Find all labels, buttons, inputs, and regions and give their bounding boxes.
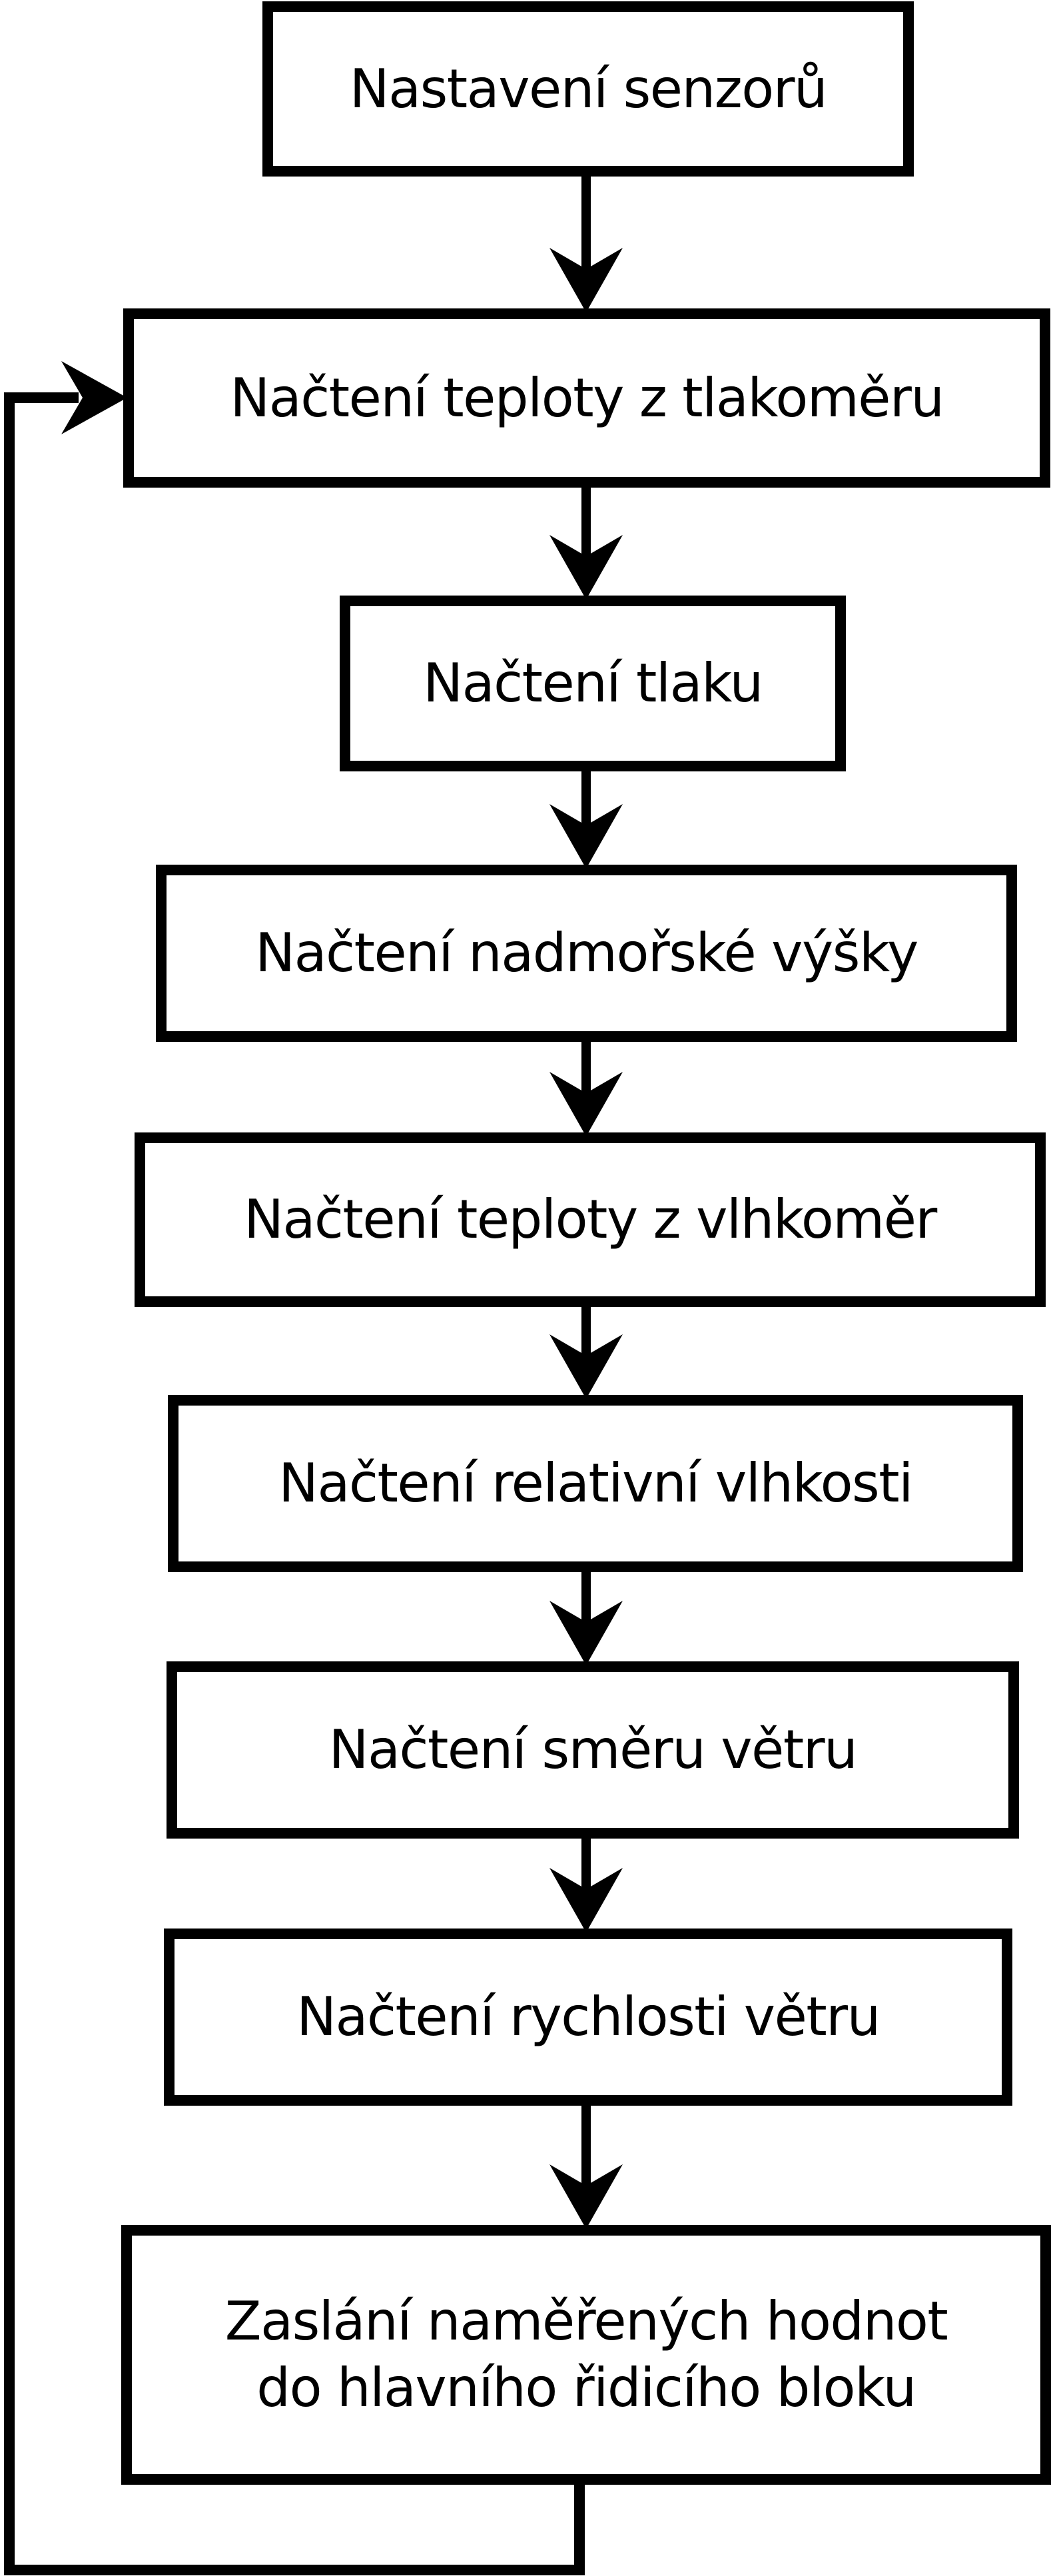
flow-step-label: Načtení směru větru bbox=[328, 1719, 858, 1781]
flow-step-nastaveni-senzoru: Nastavení senzorů bbox=[262, 1, 914, 177]
flow-step-nacteni-teploty-z-vlhkomeru: Načtení teploty z vlhkoměr bbox=[135, 1132, 1046, 1307]
flow-step-label: Načtení teploty z vlhkoměr bbox=[244, 1188, 937, 1250]
arrowhead-step2 bbox=[549, 248, 623, 312]
flow-step-zaslani-namerenych-hodnot: Zaslání naměřených hodnot do hlavního ři… bbox=[121, 2225, 1051, 2485]
flow-step-nacteni-teploty-z-tlakomeru: Načtení teploty z tlakoměru bbox=[123, 308, 1050, 488]
arrowhead-step5 bbox=[549, 1072, 623, 1136]
flow-step-label-line2: do hlavního řidicího bloku bbox=[256, 2357, 916, 2419]
flow-step-label: Načtení tlaku bbox=[423, 652, 763, 714]
flow-step-nacteni-relativni-vlhkosti: Načtení relativní vlhkosti bbox=[168, 1395, 1023, 1572]
arrowhead-step3 bbox=[549, 535, 623, 600]
flow-step-label-line1: Zaslání naměřených hodnot bbox=[224, 2290, 948, 2352]
flow-step-label: Načtení rychlosti větru bbox=[296, 1986, 880, 2048]
arrowhead-step9 bbox=[549, 2164, 623, 2229]
flow-step-label: Načtení nadmořské výšky bbox=[255, 922, 918, 984]
flow-step-label: Nastavení senzorů bbox=[349, 57, 828, 120]
arrowhead-loop-into-step2 bbox=[61, 361, 127, 434]
flow-step-label: Načtení relativní vlhkosti bbox=[278, 1452, 913, 1514]
arrowhead-step7 bbox=[549, 1601, 623, 1665]
flow-step-nacteni-rychlosti-vetru: Načtení rychlosti větru bbox=[164, 1929, 1012, 2106]
flow-step-label: Načtení teploty z tlakoměru bbox=[230, 366, 944, 429]
arrowhead-step8 bbox=[549, 1868, 623, 1932]
arrowhead-step4 bbox=[549, 804, 623, 869]
loop-back-line bbox=[4, 392, 585, 2575]
flow-step-nacteni-nadmorske-vysky: Načtení nadmořské výšky bbox=[156, 865, 1017, 1042]
arrowhead-step6 bbox=[549, 1334, 623, 1399]
flow-step-nacteni-tlaku: Načtení tlaku bbox=[340, 596, 846, 771]
flow-step-nacteni-smeru-vetru: Načtení směru větru bbox=[167, 1661, 1019, 1839]
